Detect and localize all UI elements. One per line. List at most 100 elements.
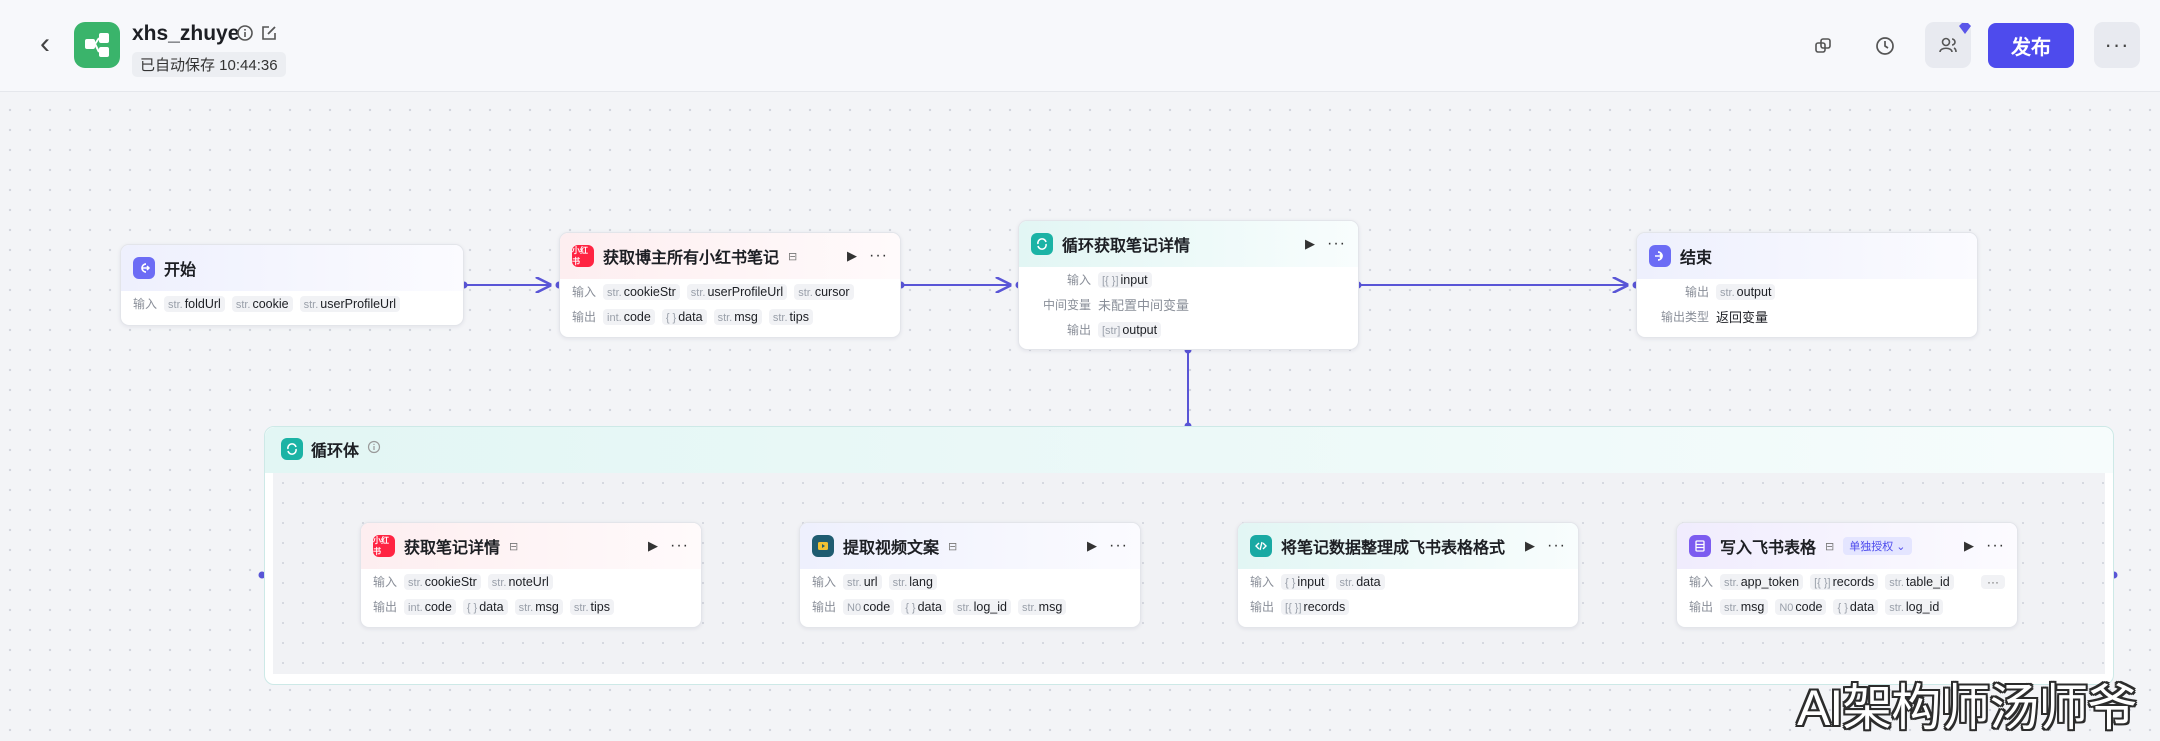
input-label: 输入 <box>1066 273 1091 287</box>
edit-icon[interactable] <box>260 24 278 42</box>
collaborators-icon <box>1939 37 1957 53</box>
mid-variable-label: 中间变量 <box>1042 298 1091 312</box>
param-tag: [{ }]records <box>1281 598 1350 615</box>
param-tag: str.log_id <box>1885 598 1944 615</box>
node-extract-video-text[interactable]: 提取视频文案 ⊟ ▶ ··· 输入 str.url str.lang 输出 N0… <box>799 522 1141 628</box>
info-icon[interactable] <box>367 440 381 459</box>
mid-variable-value: 未配置中间变量 <box>1098 298 1190 313</box>
loop-body-header <box>265 427 2113 473</box>
param-tag: str.cursor <box>794 283 854 300</box>
input-label: 输入 <box>1250 575 1275 589</box>
node-end[interactable]: 结束 输出 str.output 输出类型 返回变量 <box>1636 232 1978 338</box>
param-tag: [str]output <box>1098 321 1162 338</box>
param-tag: int.code <box>603 308 655 325</box>
param-tag: str.foldUrl <box>164 295 225 312</box>
output-label: 输出 <box>1250 600 1275 614</box>
output-label: 输出 <box>812 600 837 614</box>
param-tag: { }input <box>1281 573 1329 590</box>
play-icon[interactable]: ▶ <box>1087 538 1098 553</box>
param-tag: [{ }]records <box>1810 573 1879 590</box>
node-title: 提取视频文案 <box>843 540 940 557</box>
node-title: 结束 <box>1680 250 1713 267</box>
premium-badge-icon <box>1958 22 1972 34</box>
copy-icon[interactable] <box>1803 26 1843 66</box>
loop-icon <box>281 438 303 460</box>
plugin-icon: ⊟ <box>948 540 958 553</box>
param-tag: str.noteUrl <box>487 573 553 590</box>
param-tag: str.tips <box>569 598 614 615</box>
workflow-logo-icon <box>85 33 109 57</box>
app-logo <box>74 22 120 68</box>
auth-badge[interactable]: 单独授权 ⌄ <box>1843 537 1912 555</box>
spreadsheet-icon <box>1689 535 1711 557</box>
param-tag: str.msg <box>514 598 563 615</box>
param-tag: [{ }]input <box>1098 271 1152 288</box>
param-tag: str.msg <box>713 308 762 325</box>
plugin-icon: ⊟ <box>509 540 519 553</box>
more-icon[interactable]: ··· <box>1547 537 1566 554</box>
output-label: 输出 <box>572 310 597 324</box>
node-start[interactable]: 开始 输入 str.foldUrl str.cookie str.userPro… <box>120 244 464 326</box>
param-tag: str.msg <box>1720 598 1769 615</box>
param-tag: { }data <box>462 598 508 615</box>
param-tag: { }data <box>1833 598 1879 615</box>
param-tag: str.output <box>1716 283 1776 300</box>
output-label: 输出 <box>373 600 398 614</box>
node-get-note-detail[interactable]: 小红书 获取笔记详情 ⊟ ▶ ··· 输入 str.cookieStr str.… <box>360 522 702 628</box>
publish-button[interactable]: 发布 <box>1988 23 2074 68</box>
info-icon[interactable] <box>236 24 254 42</box>
more-icon[interactable]: ··· <box>1986 537 2005 554</box>
loop-body-label: 循环体 <box>311 443 360 460</box>
param-tag: str.cookieStr <box>603 283 680 300</box>
param-tag: str.data <box>1335 573 1385 590</box>
param-tag: { }data <box>661 308 707 325</box>
node-title: 开始 <box>164 262 197 279</box>
code-icon <box>1250 535 1272 557</box>
param-tag: str.userProfileUrl <box>686 283 788 300</box>
more-icon[interactable]: ··· <box>1109 537 1128 554</box>
history-icon[interactable] <box>1865 26 1905 66</box>
node-write-feishu-sheet[interactable]: 写入飞书表格 ⊟ 单独授权 ⌄ ▶ ··· 输入 str.app_token [… <box>1676 522 2018 628</box>
node-title: 循环获取笔记详情 <box>1062 238 1191 255</box>
watermark-text: AI架构师汤师爷 <box>1797 680 2137 736</box>
input-label: 输入 <box>373 575 398 589</box>
param-tag: str.app_token <box>1720 573 1804 590</box>
node-get-all-notes[interactable]: 小红书 获取博主所有小红书笔记 ⊟ ▶ ··· 输入 str.cookieStr… <box>559 232 901 338</box>
plugin-icon: ⊟ <box>788 250 798 263</box>
param-tag: str.table_id <box>1885 573 1954 590</box>
param-tag: str.cookieStr <box>404 573 481 590</box>
node-format-feishu-data[interactable]: 将笔记数据整理成飞书表格格式 ▶ ··· 输入 { }input str.dat… <box>1237 522 1579 628</box>
xiaohongshu-icon: 小红书 <box>572 245 594 267</box>
param-tag: int.code <box>404 598 456 615</box>
param-tag: str.tips <box>768 308 813 325</box>
input-label: 输入 <box>133 297 158 311</box>
play-icon[interactable]: ▶ <box>1305 236 1316 251</box>
more-icon[interactable]: ··· <box>2094 22 2140 68</box>
output-label: 输出 <box>1689 600 1714 614</box>
param-tag: str.userProfileUrl <box>299 295 401 312</box>
param-tag: str.log_id <box>952 598 1011 615</box>
more-params-button[interactable]: ··· <box>1981 574 2005 589</box>
play-icon[interactable]: ▶ <box>1964 538 1975 553</box>
workflow-title: xhs_zhuye <box>132 22 240 45</box>
node-title: 获取博主所有小红书笔记 <box>603 250 780 267</box>
node-title: 获取笔记详情 <box>404 540 501 557</box>
play-icon[interactable]: ▶ <box>847 248 858 263</box>
param-tag: str.msg <box>1017 598 1067 615</box>
end-icon <box>1649 245 1671 267</box>
back-chevron-icon[interactable]: ‹ <box>40 27 50 60</box>
param-tag: str.lang <box>888 573 937 590</box>
start-icon <box>133 257 155 279</box>
param-tag: str.url <box>843 573 882 590</box>
top-bar: ‹ xhs_zhuye 已自动保存 10:44:36 发布 ··· <box>0 0 2160 92</box>
more-icon[interactable]: ··· <box>1327 235 1346 252</box>
collaborators-button[interactable] <box>1925 22 1971 68</box>
node-title: 将笔记数据整理成飞书表格格式 <box>1281 540 1506 557</box>
more-icon[interactable]: ··· <box>869 247 888 264</box>
play-icon[interactable]: ▶ <box>1525 538 1536 553</box>
video-icon <box>812 535 834 557</box>
node-loop-note-detail[interactable]: 循环获取笔记详情 ▶ ··· 输入 [{ }]input 中间变量 未配置中间变… <box>1018 220 1359 350</box>
more-icon[interactable]: ··· <box>670 537 689 554</box>
play-icon[interactable]: ▶ <box>648 538 659 553</box>
